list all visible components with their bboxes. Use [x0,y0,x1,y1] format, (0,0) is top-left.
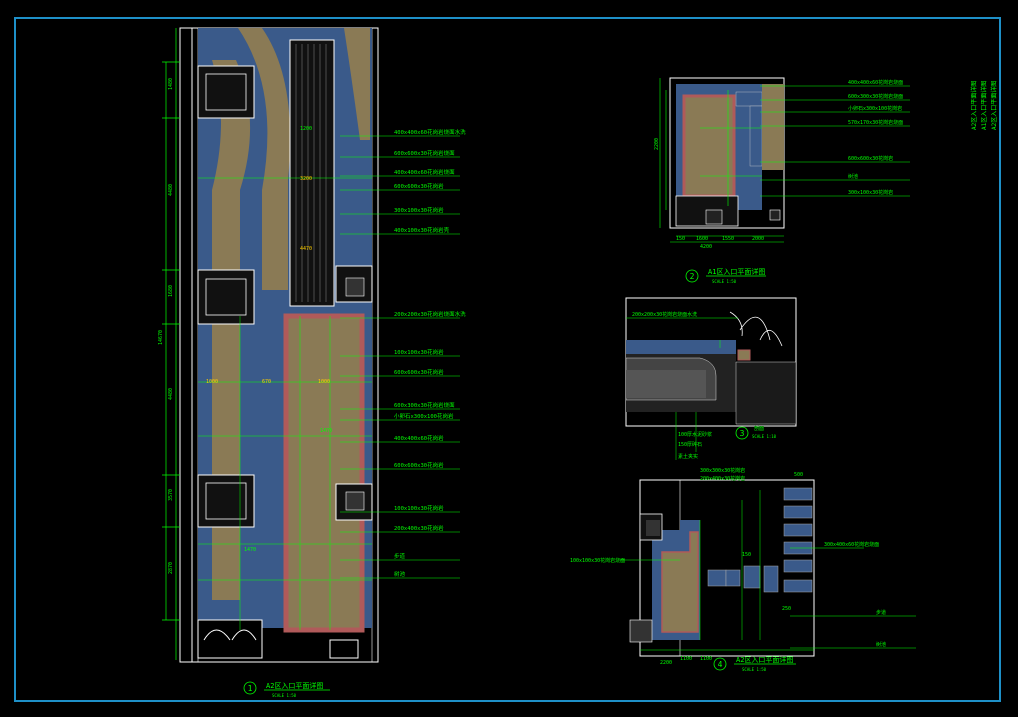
plan-4-scale: SCALE 1:50 [742,667,767,672]
side-note: A2区入口平面详图 [970,81,978,130]
section-3-callout: 200x200x30花岗岩烧面水洗 [632,311,697,318]
plan-2-callout: 570x170x30花岗岩烧面 [848,119,903,126]
section-3-scale: SCALE 1:10 [752,434,777,439]
tree-pit-3 [197,474,255,528]
plan-4-callout: 200x400x30花岗岩 [700,475,745,482]
plan-4-dim: 250 [782,606,791,612]
plan-main-callout: 400x400x60花岗岩烧面 [394,168,455,176]
plan-4-dim: 1100 [680,656,692,662]
section-3-index-circle [735,426,749,440]
plan-main-callout: 400x400x60花岗岩 [394,434,444,442]
sheet-border [14,17,1001,702]
plan-main-inner-dim: 1470 [244,547,256,553]
plan-4-dim: 150 [742,552,751,558]
plan-2-dim: 2200 [654,138,660,150]
gravel-band-left [212,60,251,600]
plan-main-callout: 树池 [394,570,406,578]
plan-4-dim: 1100 [700,656,712,662]
plan-main-inner-dim: 1470 [320,428,332,434]
section-3-callout: 素土夹实 [678,453,698,460]
plan-main-inner-dim: 1200 [300,126,312,132]
plan-main-dim: 2870 [168,562,174,574]
plan-4-callout: 树池 [876,641,886,648]
plan-main-inner-dim: 1000 [318,379,330,385]
plan-main-callout: 100x100x30花岗岩 [394,504,444,512]
plan-main-index-circle [243,681,257,695]
tree-pit-1 [197,65,255,119]
plan-4-index: 4 [718,660,723,669]
plan-4-index-circle [713,657,727,671]
plan-2-title: A1区入口平面详图 [708,267,765,276]
plan-4-callout: 300x400x60花岗岩烧面 [824,541,879,548]
plan-2-callout: 600x300x30花岗岩烧面 [848,93,903,100]
plan-main-callout: 400x100x30花岗岩壳 [394,226,450,234]
plan-main-inner-dim: 4470 [300,246,312,252]
plan-main-callout: 400x400x60花岗岩烧面水洗 [394,128,466,136]
plan-main-callout: 100x100x30花岗岩 [394,348,444,356]
plan-4-dim: 2200 [660,660,672,666]
plan-main-inner-dim: 1000 [206,379,218,385]
plan-4-callout: 300x300x30花岗岩 [700,467,745,474]
plan-main-callout: 小卵石x300x100花岗岩 [394,412,454,420]
plan-main-dim: 4480 [168,388,174,400]
plan-2-index: 2 [690,272,695,281]
section-3-title: 剖面 [754,425,764,432]
plan-2-dim: 4200 [700,244,712,250]
plan-2-dim: 2000 [752,236,764,242]
planting-bed [283,313,365,633]
plan-main-callout: 步道 [394,552,406,560]
stair-strip [289,39,335,307]
plan-4-dim: 500 [794,472,803,478]
side-note: A1区入口平面详图 [980,81,988,130]
plan-main-dim-total: 14670 [158,330,164,345]
plan-main-callout: 300x100x30花岗岩 [394,206,444,214]
section-3-callout: 100厚水泥砂浆 [678,431,712,438]
section-3-callout: 150厚碎石 [678,441,702,448]
plan-2-callout: 300x100x30花岗岩 [848,189,893,196]
plan-main-callout: 200x200x30花岗岩烧面水洗 [394,310,466,318]
section-3-index: 3 [740,429,745,438]
plan-4-title: A2区入口平面详图 [736,655,793,664]
plan-main-title: A2区入口平面详图 [266,681,323,690]
plan-2-dim: 150 [676,236,685,242]
plan-2-scale: SCALE 1:50 [712,279,737,284]
plan-4-callout: 100x100x30花岗岩烧面 [570,557,625,564]
plan-2: 400x400x60花岗岩烧面 600x300x30花岗岩烧面小卵石x300x10… [654,77,910,284]
plan-main: 400x400x60花岗岩烧面水洗 600x600x30花岗岩烧面 400x400x… [158,27,466,698]
side-note: A2区入口平面详图 [990,81,998,130]
plan-2-callout: 400x400x60花岗岩烧面 [848,79,903,86]
plan-2-callout: 小卵石x300x100花岗岩 [848,105,902,112]
plan-main-dim: 4480 [168,184,174,196]
plan-2-dim: 1600 [696,236,708,242]
plan-main-callout: 600x600x30花岗岩烧面 [394,149,455,157]
plan-main-inner-dim: 670 [262,379,271,385]
plan-2-callout: 树池 [848,173,858,180]
plan-main-dim: 1680 [168,285,174,297]
plan-main-inner-dim: 3200 [300,176,312,182]
plan-main-index: 1 [248,684,253,693]
plan-main-callout: 600x300x30花岗岩烧面 [394,401,455,409]
plan-main-dim: 1480 [168,78,174,90]
plan-main-callout: 600x600x30花岗岩 [394,368,444,376]
plan-2-index-circle [685,269,699,283]
plan-main-dim: 3570 [168,489,174,501]
plan-2-dim: 1550 [722,236,734,242]
plan-main-callout: 600x600x30花岗岩 [394,182,444,190]
plan-main-callout: 200x400x30花岗岩 [394,524,444,532]
plan-main-scale: SCALE 1:50 [272,693,297,698]
plan-4-callout: 步道 [876,609,886,616]
plan-2-callout: 600x600x30花岗岩 [848,155,893,162]
plan-main-callout: 600x600x30花岗岩 [394,461,444,469]
